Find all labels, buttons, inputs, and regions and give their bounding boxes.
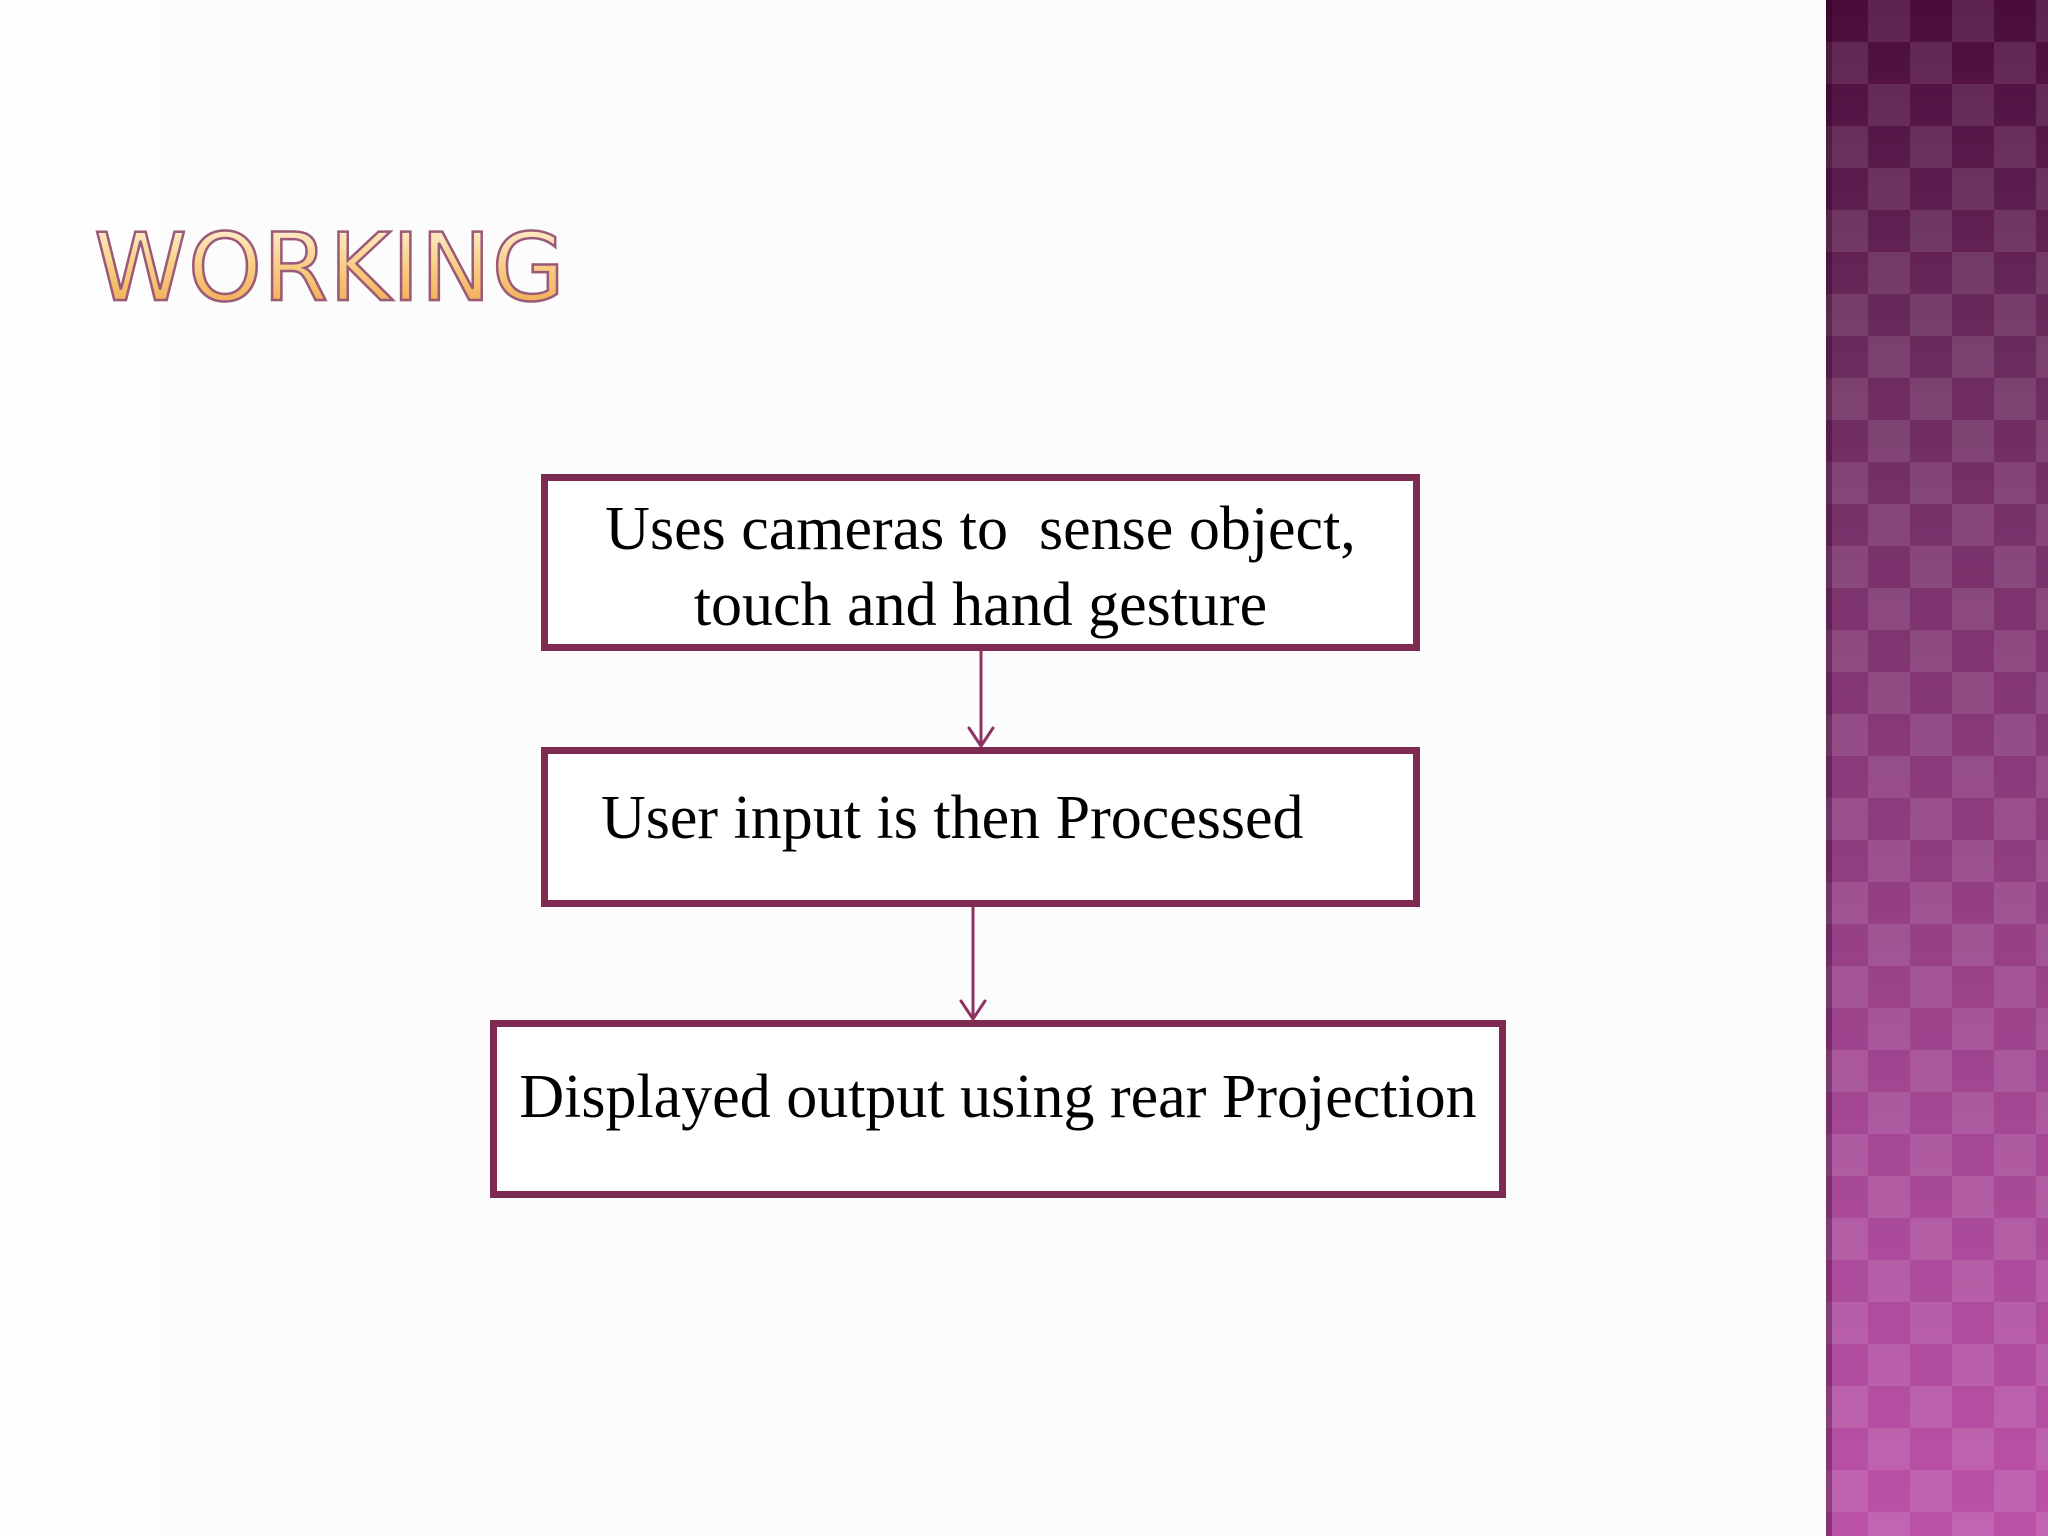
decorative-side-band xyxy=(1826,0,2048,1536)
side-band-edge xyxy=(1826,0,1832,1536)
flow-step-process-line-1: User input is then Processed xyxy=(601,784,1304,852)
flow-step-display: Displayed output using rear Projection xyxy=(490,1020,1506,1198)
slide-title: WORKING xyxy=(93,214,566,323)
flow-step-process: User input is then Processed xyxy=(541,747,1420,907)
flow-step-sense-line-2: touch and hand gesture xyxy=(693,571,1268,639)
diamond-pattern xyxy=(1826,0,2048,1536)
flow-step-sense: Uses cameras to sense object, touch and … xyxy=(541,474,1420,651)
flow-step-sense-line-1: Uses cameras to sense object, xyxy=(605,495,1356,563)
flow-step-display-line-1: Displayed output using rear Projection xyxy=(519,1063,1477,1131)
